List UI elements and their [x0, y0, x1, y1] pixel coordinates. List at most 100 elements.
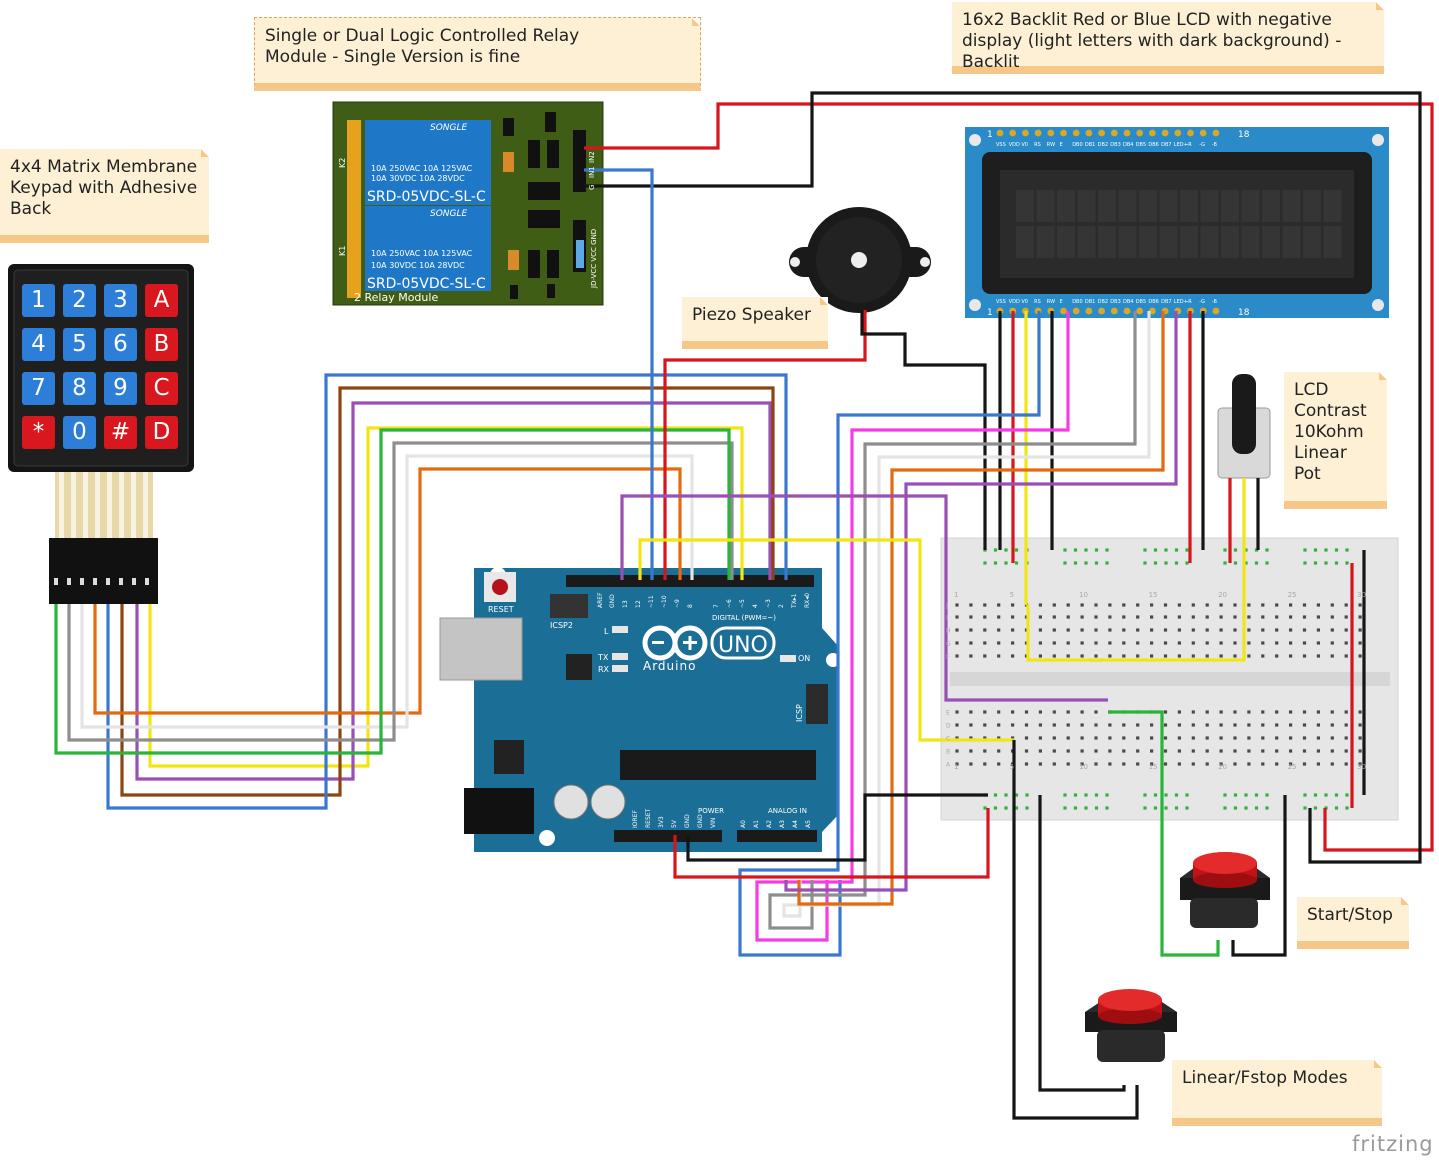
rail-hole — [1174, 806, 1179, 810]
rail-hole — [1313, 806, 1318, 810]
bb-hole — [1080, 710, 1084, 714]
bb-hole — [1066, 628, 1070, 632]
lcd-pin-label: -R — [1187, 299, 1193, 305]
bb-hole — [1289, 603, 1293, 607]
lcd-pin-label: DB4 — [1123, 142, 1133, 148]
rail-hole — [1174, 793, 1179, 797]
rail-hole — [1063, 806, 1067, 810]
bb-hole — [1219, 641, 1223, 645]
bb-hole — [1205, 615, 1209, 619]
rail-hole — [1185, 561, 1189, 565]
rail-hole — [1345, 561, 1349, 565]
bb-hole — [1275, 628, 1279, 632]
bb-hole — [1289, 710, 1293, 714]
bb-hole — [1316, 736, 1320, 740]
lcd-e-wire — [755, 311, 1070, 942]
bb-hole — [1219, 615, 1223, 619]
rail-hole — [1254, 793, 1259, 797]
bb-hole — [1052, 603, 1056, 607]
bb-hole — [1080, 615, 1084, 619]
rail-hole — [1233, 806, 1238, 810]
ribbon-trace — [143, 472, 148, 540]
rail-hole — [1164, 548, 1168, 552]
bb-hole — [1261, 603, 1265, 607]
bb-hole — [1289, 628, 1293, 632]
bb-hole — [1163, 736, 1168, 740]
arduino-l-label: L — [604, 627, 609, 636]
lcd-pin — [996, 129, 1004, 137]
bb-hole — [1011, 654, 1015, 658]
bb-hole — [1316, 641, 1320, 645]
start-stop-button — [1180, 852, 1270, 928]
bb-hole — [1358, 641, 1362, 645]
rail-hole — [993, 548, 998, 552]
bb-hole — [1080, 723, 1084, 727]
analog-pin-label: A4 — [792, 820, 799, 828]
power-pin-label: GND — [697, 814, 704, 828]
lcd-pin-label: DB5 — [1136, 142, 1146, 148]
bb-hole — [1177, 615, 1181, 619]
lcd-pin — [1110, 129, 1118, 137]
bb-hole — [1344, 615, 1348, 619]
lcd-pin — [1072, 129, 1080, 137]
bb-hole — [1122, 628, 1126, 632]
rail-hole — [1073, 561, 1078, 565]
bb-hole — [1261, 615, 1265, 619]
rail-hole — [1334, 793, 1339, 797]
lcd-pin-label: E — [1060, 142, 1063, 148]
bb-hole — [1233, 736, 1237, 740]
bb-hole — [1247, 603, 1251, 607]
bb-hole — [1108, 749, 1112, 753]
digital-pin-label: GND — [609, 594, 616, 608]
digital-pin-label: ~11 — [648, 595, 655, 608]
connector-pin — [54, 578, 58, 585]
keypad-key: D — [145, 416, 178, 449]
lcd-pin-first-top: 1 — [987, 130, 993, 140]
bb-hole — [1233, 641, 1237, 645]
bb-hole — [1191, 628, 1195, 632]
bb-hole — [1163, 641, 1168, 645]
bb-hole — [1275, 710, 1279, 714]
bb-hole — [1177, 736, 1181, 740]
bb-hole — [1191, 654, 1195, 658]
bb-hole — [1163, 603, 1168, 607]
relay-note-text: Single or Dual Logic Controlled Relay Mo… — [265, 26, 580, 67]
bb-hole — [1302, 654, 1307, 658]
bb-hole — [1233, 654, 1237, 658]
relay-gnd-wire — [584, 91, 1422, 864]
lcd-pin-label: V0 — [1021, 142, 1028, 148]
connector-pin — [119, 578, 123, 585]
lcd-pin — [1022, 129, 1029, 137]
analog-pin-label: A0 — [740, 820, 747, 828]
bb-hole — [1316, 723, 1320, 727]
connector-pin — [145, 578, 149, 585]
relay-vcc-wire — [584, 102, 1434, 852]
rail-hole — [1153, 561, 1158, 565]
lcd-char-cell — [1262, 226, 1280, 258]
rail-hole — [993, 806, 998, 810]
arduino-gnd-wire — [686, 793, 988, 862]
rail-hole — [1073, 548, 1078, 552]
bb-hole — [1080, 749, 1084, 753]
bb-hole — [997, 723, 1001, 727]
keypad-key: 6 — [104, 328, 137, 361]
bb-hole — [1163, 615, 1168, 619]
bb-hole — [1080, 736, 1084, 740]
bb-hole — [983, 615, 987, 619]
keypad-key: C — [145, 372, 178, 405]
bb-hole — [1219, 628, 1223, 632]
bb-hole — [1038, 641, 1042, 645]
bb-hole — [1233, 762, 1237, 766]
lcd-pin — [1123, 129, 1131, 137]
lcd-pin — [1098, 307, 1105, 315]
rail-hole — [1254, 561, 1259, 565]
bb-hole — [1052, 628, 1056, 632]
relay-brand-1: SONGLE — [430, 123, 468, 133]
bb-hole — [1316, 628, 1320, 632]
bb-hole — [1344, 628, 1348, 632]
bb-hole — [1052, 762, 1056, 766]
lcd-pin — [1110, 307, 1118, 315]
